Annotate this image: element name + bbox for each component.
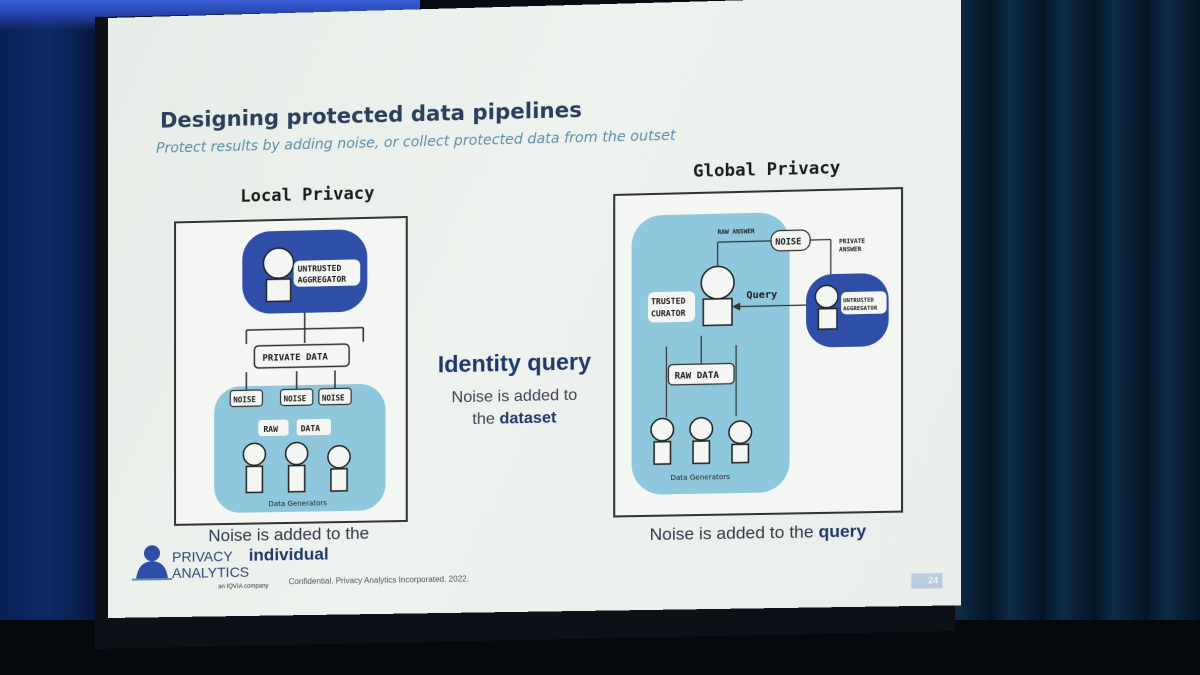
- global-untrusted-label-1: UNTRUSTED: [843, 298, 874, 305]
- logo-wordmark: PRIVACY ANALYTICS: [172, 548, 249, 581]
- global-untrusted-aggregator-blob: [806, 272, 889, 348]
- local-privacy-diagram: UNTRUSTED AGGREGATOR PRIVATE DATA NOISE …: [174, 215, 408, 526]
- local-untrusted-label-2: AGGREGATOR: [298, 275, 347, 285]
- confidential-notice: Confidential. Privacy Analytics Incorpor…: [288, 574, 469, 587]
- global-privacy-diagram: TRUSTED CURATOR RAW ANSWER NOISE PRIVATE…: [613, 187, 904, 518]
- local-caption-text: Noise is added to the: [208, 523, 370, 546]
- global-person-icon-2: [690, 418, 713, 441]
- identity-query-description: Noise is added to the dataset: [428, 384, 601, 432]
- logo-subtitle: an IQVIA company: [218, 583, 269, 591]
- global-caption-text: Noise is added to the: [649, 522, 814, 545]
- page-number: 24: [911, 573, 943, 589]
- person-icon-2: [286, 442, 308, 464]
- private-answer-label-2: ANSWER: [839, 246, 862, 254]
- identity-query-title: Identity query: [437, 348, 592, 378]
- trusted-label-1: TRUSTED: [651, 297, 686, 307]
- global-caption: Noise is added to the query: [619, 521, 897, 546]
- person-icon-1: [243, 443, 265, 465]
- private-data-label: PRIVATE DATA: [262, 352, 328, 363]
- logo-line-2: ANALYTICS: [172, 563, 250, 581]
- person-icon-3: [328, 446, 350, 469]
- global-data-generators-label: Data Generators: [670, 473, 730, 482]
- noise-box-1: [230, 390, 262, 407]
- noise-box-2: [281, 389, 313, 406]
- local-untrusted-label-1: UNTRUSTED: [298, 264, 342, 274]
- local-caption-emphasis: individual: [248, 544, 329, 565]
- trusted-label-2: CURATOR: [651, 309, 686, 319]
- global-noise-label: NOISE: [775, 237, 801, 248]
- privacy-analytics-logo-icon: [131, 544, 172, 581]
- curator-person-icon: [701, 266, 734, 299]
- local-privacy-sketch: UNTRUSTED AGGREGATOR PRIVATE DATA NOISE …: [214, 228, 386, 514]
- query-label: Query: [746, 289, 777, 301]
- presentation-slide: Designing protected data pipelines Prote…: [108, 0, 962, 618]
- global-privacy-heading: Global Privacy: [693, 158, 841, 182]
- global-privacy-sketch: TRUSTED CURATOR RAW ANSWER NOISE PRIVATE…: [631, 212, 889, 495]
- raw-data-box: [668, 363, 734, 385]
- global-caption-emphasis: query: [818, 521, 867, 542]
- global-noise-cloud: [771, 230, 810, 251]
- identity-desc-text: Noise is added to: [451, 386, 578, 407]
- trusted-curator-region: [631, 212, 790, 495]
- raw-answer-label: RAW ANSWER: [718, 228, 755, 236]
- slide-title: Designing protected data pipelines: [160, 97, 582, 133]
- raw-label: RAW: [263, 425, 278, 434]
- noise-label-1: NOISE: [233, 395, 256, 404]
- aggregator-person-icon: [263, 248, 293, 279]
- raw-data-label: RAW DATA: [675, 371, 720, 382]
- slide-subtitle: Protect results by adding noise, or coll…: [156, 127, 676, 157]
- identity-desc-the: the: [472, 410, 495, 429]
- local-privacy-heading: Local Privacy: [240, 183, 375, 207]
- data-generators-label: Data Generators: [268, 499, 327, 508]
- global-person-icon-3: [729, 421, 752, 444]
- private-data-box: [254, 344, 349, 368]
- noise-box-3: [319, 388, 351, 405]
- logo-line-1: PRIVACY: [172, 547, 233, 565]
- noise-label-3: NOISE: [322, 393, 345, 402]
- private-answer-label-1: PRIVATE: [839, 238, 865, 246]
- global-person-icon-1: [651, 418, 674, 441]
- right-curtain: [940, 0, 1200, 675]
- data-label: DATA: [301, 424, 321, 433]
- global-untrusted-label-2: AGGREGATOR: [843, 306, 878, 313]
- noise-label-2: NOISE: [284, 394, 307, 403]
- identity-desc-emphasis: dataset: [499, 409, 557, 428]
